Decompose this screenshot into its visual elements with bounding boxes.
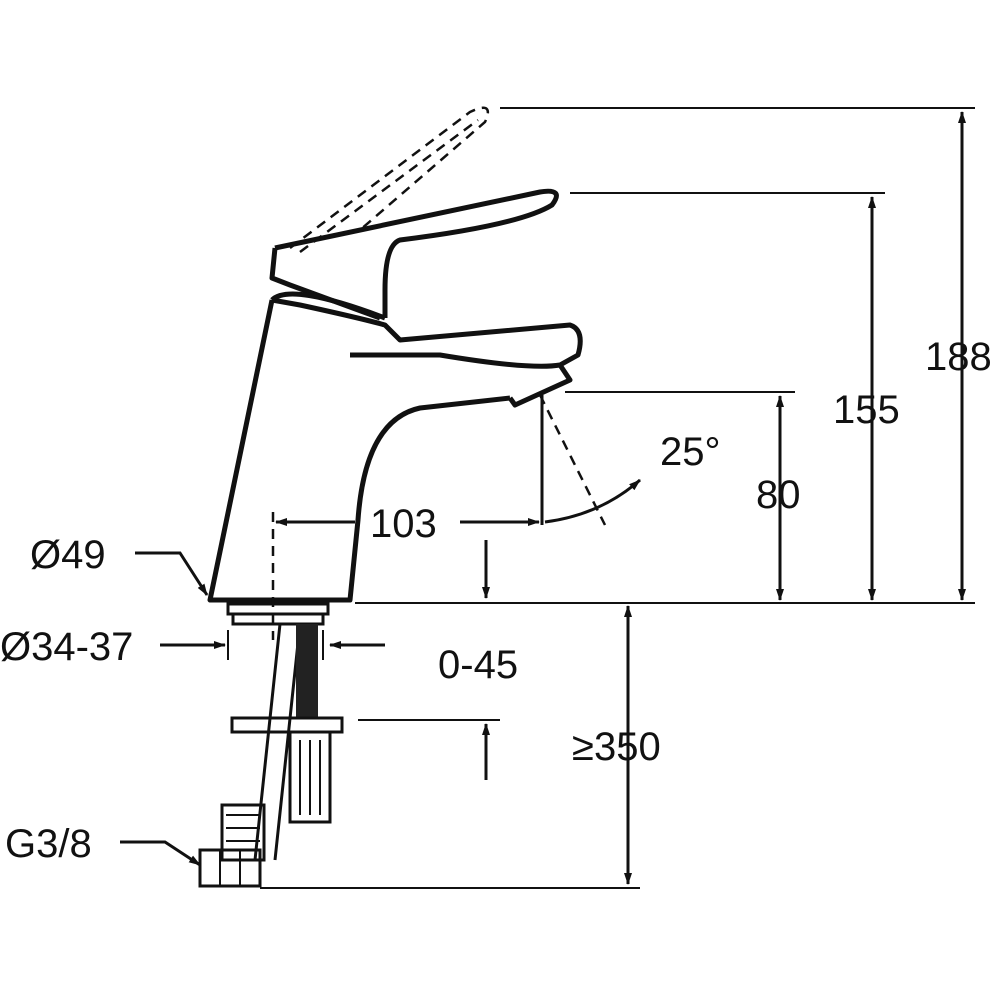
raised-lever-outline — [289, 106, 490, 254]
mounting-hardware — [198, 602, 344, 888]
dim-spout-reach: 103 — [370, 502, 437, 546]
dim-body-diameter: Ø49 — [30, 533, 106, 577]
dimension-lines — [120, 107, 975, 889]
dim-lever-height: 155 — [833, 388, 900, 432]
dim-total-height: 188 — [925, 335, 992, 379]
faucet-body — [207, 188, 583, 603]
dim-hole-diameter: Ø34-37 — [0, 625, 133, 669]
dim-spout-angle: 25° — [660, 430, 721, 474]
dim-thread: G3/8 — [5, 822, 92, 866]
dim-spout-height: 80 — [756, 473, 801, 517]
dim-deck-thickness: 0-45 — [438, 643, 518, 687]
dim-hose-length: ≥350 — [572, 725, 661, 769]
spout-angle-line — [538, 394, 607, 526]
